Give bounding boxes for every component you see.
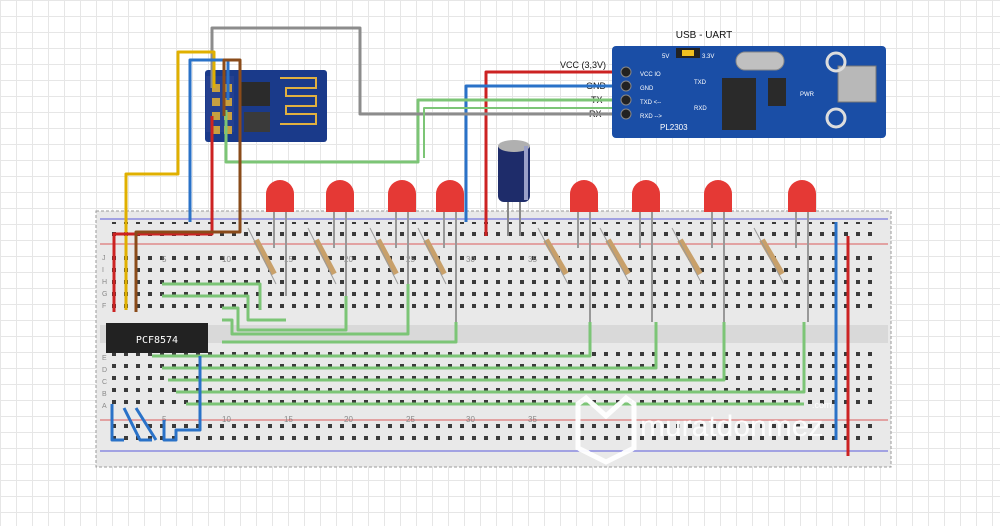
- col-number: 20: [344, 415, 353, 424]
- row-letter: J: [102, 255, 106, 262]
- col-number: 30: [466, 255, 475, 264]
- esp-wires: [112, 50, 242, 312]
- module-title: USB - UART: [676, 30, 733, 41]
- row-letter: E: [102, 355, 107, 362]
- right-power-wires: [834, 222, 850, 456]
- col-number: 10: [222, 415, 231, 424]
- led: [369, 180, 416, 285]
- side-label: TXD: [694, 80, 707, 86]
- watermark-brand: muratdonmez: [640, 410, 823, 443]
- pin-label-vcc: VCC (3,3V): [560, 60, 606, 70]
- row-letter: F: [102, 303, 106, 310]
- esp8266-module: [205, 70, 327, 142]
- row-letter: B: [102, 391, 107, 398]
- side-label: RXD: [694, 106, 707, 112]
- led: [247, 180, 294, 296]
- led: [417, 180, 464, 322]
- pcf8574-ic: PCF8574: [106, 323, 208, 353]
- col-number: 5: [162, 415, 167, 424]
- led: [671, 180, 732, 322]
- col-number: 25: [406, 255, 415, 264]
- col-number: 10: [222, 255, 231, 264]
- col-number: 30: [466, 415, 475, 424]
- col-number: 25: [406, 415, 415, 424]
- row-letter: A: [102, 403, 107, 410]
- col-number: 35: [528, 415, 537, 424]
- side-label: PWR: [800, 92, 815, 98]
- col-number: 15: [284, 415, 293, 424]
- row-letter: D: [102, 367, 107, 374]
- led: [307, 180, 354, 296]
- jumper-label-5v: 5V: [662, 54, 669, 60]
- led: [753, 180, 816, 322]
- col-number: 20: [344, 255, 353, 264]
- row-letter: H: [102, 279, 107, 286]
- watermark: muratdonmez .com: [575, 394, 832, 465]
- center-channel: [100, 325, 888, 343]
- top-terminal-strip: [112, 252, 880, 312]
- chip-label: PL2303: [660, 123, 688, 132]
- board-pin-label: VCC IO: [640, 72, 661, 78]
- usb-uart-module: USB - UART 5V 3.3V PL2303 VCC IO GND TXD…: [612, 30, 886, 138]
- ic-label: PCF8574: [136, 335, 178, 346]
- breadboard: 5 10 15 20 25 30 35 5 10 15 20 25 30 35 …: [95, 210, 892, 468]
- col-number: 15: [284, 255, 293, 264]
- bottom-power-rail: [100, 419, 888, 452]
- col-number: 5: [162, 255, 167, 264]
- board-pin-label: RXD -->: [640, 114, 662, 120]
- bottom-terminal-strip: [112, 352, 880, 412]
- signal-wires: [152, 282, 806, 406]
- ground-wires-ic: [110, 356, 202, 442]
- led-array: [247, 180, 816, 322]
- row-letter: C: [102, 379, 107, 386]
- board-pin-label: GND: [640, 86, 654, 92]
- col-number: 35: [528, 255, 537, 264]
- uart-wires: [210, 26, 612, 236]
- board-pin-label: TXD <--: [640, 100, 661, 106]
- jumper-label-3v3: 3.3V: [702, 54, 714, 60]
- row-letter: G: [102, 291, 107, 298]
- electrolytic-capacitor: [498, 140, 530, 236]
- top-power-rail: [100, 218, 888, 245]
- uart-pin-labels: VCC (3,3V) GND TX RX: [560, 60, 607, 119]
- led: [599, 180, 660, 322]
- led: [537, 180, 598, 322]
- row-letter: I: [102, 267, 104, 274]
- watermark-suffix: .com: [812, 400, 832, 410]
